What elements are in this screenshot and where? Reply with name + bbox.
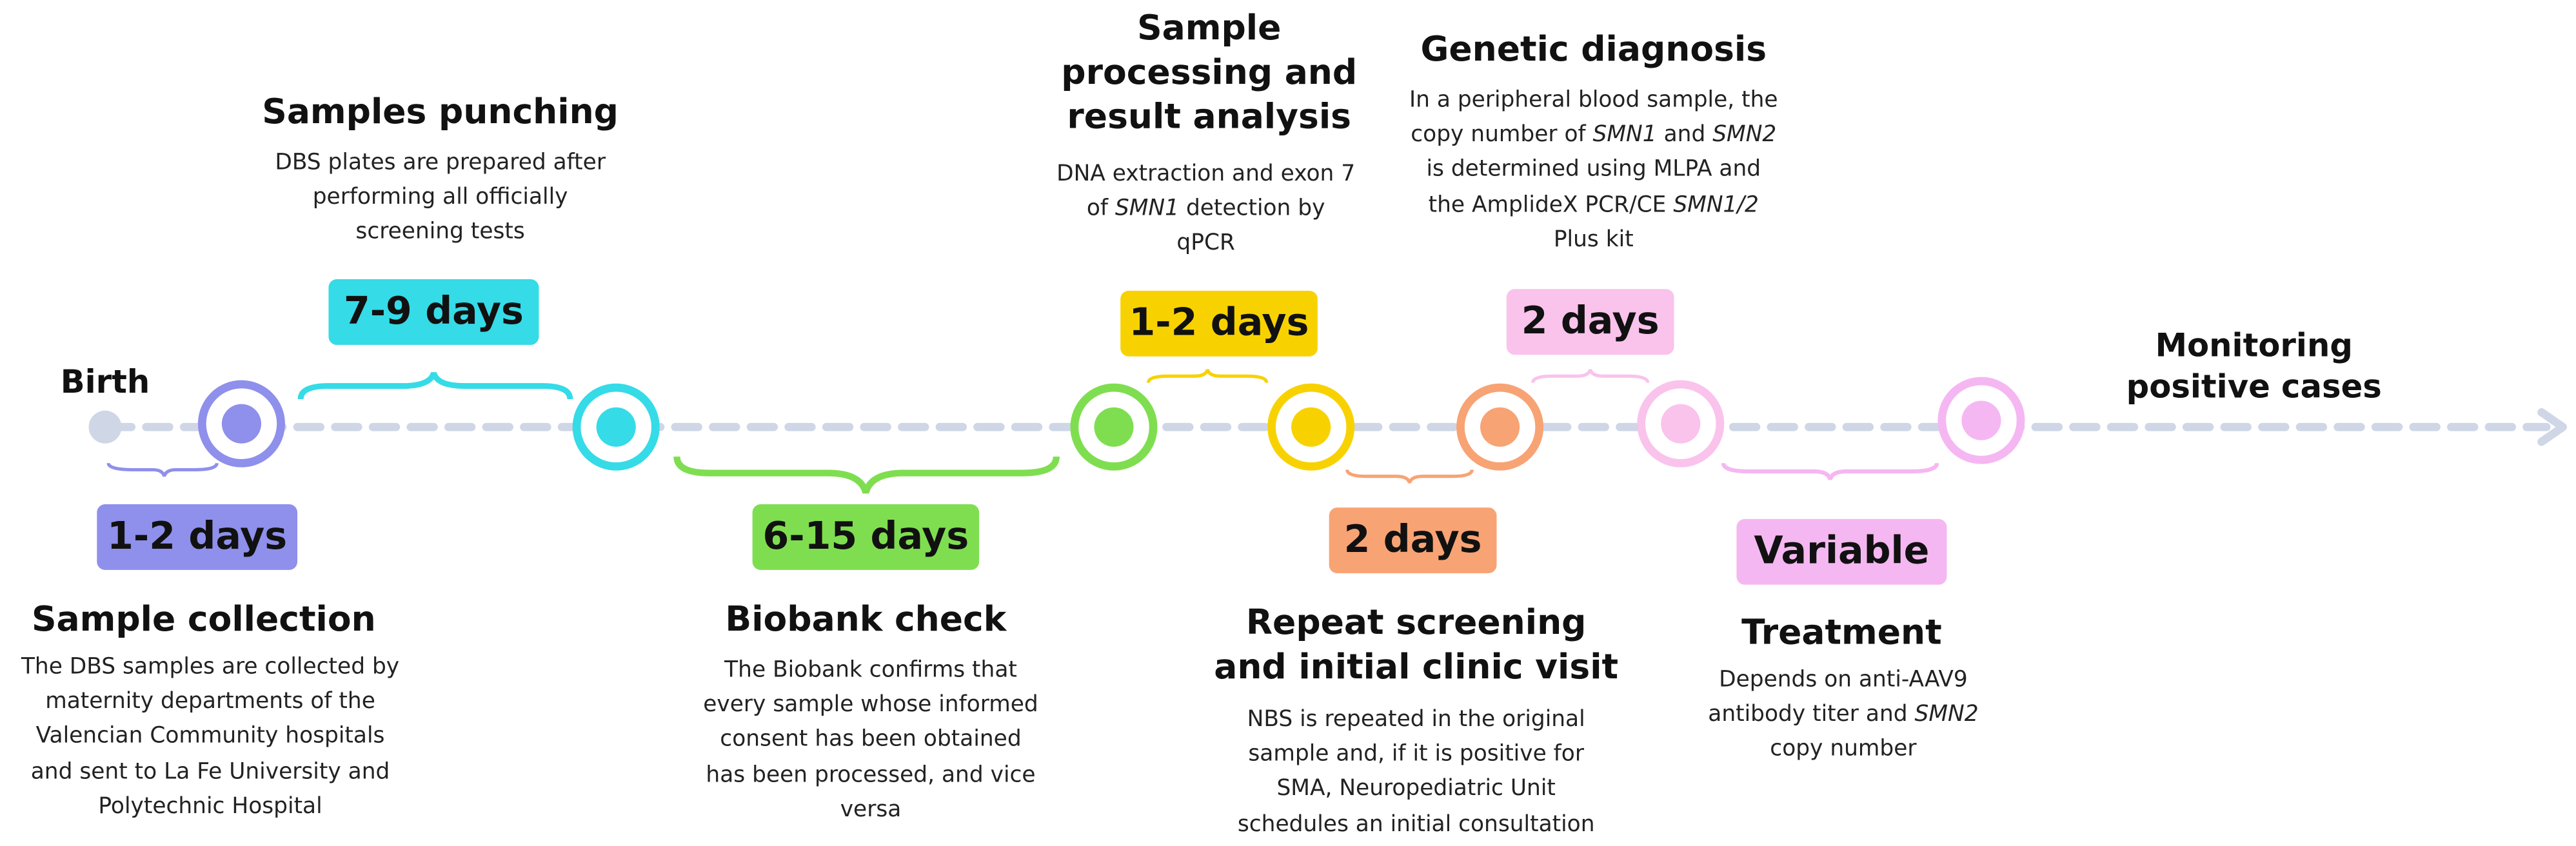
stage-title-sample-processing-line1: Sample	[1137, 8, 1282, 48]
timeline-arrowhead	[2537, 408, 2567, 446]
desc-genetic-part3: is determined using MLPA and the Amplide…	[1426, 157, 1761, 218]
brace-1-2-days-processing	[1146, 369, 1269, 383]
node-samples-punching	[572, 383, 660, 471]
birth-dot	[88, 410, 122, 444]
brace-7-9-days	[297, 371, 573, 400]
stage-description-repeat-screening: NBS is repeated in the original sample a…	[1237, 706, 1595, 838]
end-label: Monitoring positive cases	[2126, 325, 2382, 407]
stage-description-sample-processing: DNA extraction and exon 7 of SMN1 detect…	[1055, 158, 1357, 262]
desc-genetic-gene2: SMN2	[1712, 122, 1777, 148]
duration-badge-sample-collection: 1-2 days	[97, 504, 298, 570]
brace-1-2-days	[106, 462, 219, 477]
stage-title-samples-punching: Samples punching	[262, 92, 619, 132]
desc-genetic-part2: and	[1656, 122, 1713, 148]
desc-genetic-gene1: SMN1	[1592, 122, 1657, 148]
node-treatment	[1937, 377, 2025, 464]
desc-treatment-part2: copy number	[1770, 736, 1917, 763]
desc-treatment-part1: Depends on anti-AAV9 antibody titer and	[1708, 667, 1968, 728]
birth-label: Birth	[60, 362, 150, 401]
stage-title-repeat-line1: Repeat screening	[1245, 602, 1587, 642]
stage-description-biobank-check: The Biobank confirms that every sample w…	[703, 656, 1038, 823]
node-sample-processing	[1267, 383, 1355, 471]
stage-title-repeat-line2: and initial clinic visit	[1214, 647, 1619, 687]
stage-title-sample-processing: Sample processing and result analysis	[1061, 6, 1357, 139]
stage-title-genetic-diagnosis: Genetic diagnosis	[1420, 29, 1767, 69]
brace-2-days-genetic	[1531, 369, 1650, 383]
brace-variable	[1721, 462, 1939, 480]
stage-title-repeat-screening: Repeat screening and initial clinic visi…	[1214, 601, 1618, 690]
stage-title-biobank-check: Biobank check	[725, 599, 1007, 639]
duration-badge-genetic-diagnosis: 2 days	[1506, 289, 1674, 355]
stage-title-sample-collection: Sample collection	[31, 599, 376, 639]
node-genetic-diagnosis	[1637, 380, 1725, 467]
desc-treatment-gene: SMN2	[1914, 702, 1979, 728]
duration-badge-biobank-check: 6-15 days	[752, 504, 980, 570]
desc-processing-gene: SMN1	[1115, 195, 1180, 222]
desc-genetic-gene3: SMN1/2	[1673, 192, 1759, 218]
stage-description-samples-punching: DBS plates are prepared after performing…	[275, 149, 606, 246]
node-sample-collection	[197, 380, 285, 467]
desc-processing-part1: DNA extraction and exon 7 of	[1056, 161, 1356, 222]
end-label-line1: Monitoring	[2155, 326, 2353, 365]
desc-processing-part2: detection by qPCR	[1176, 195, 1325, 257]
node-repeat-screening	[1456, 383, 1544, 471]
stage-title-sample-processing-line3: result analysis	[1067, 97, 1352, 137]
stage-description-treatment: Depends on anti-AAV9 antibody titer and …	[1690, 664, 1996, 768]
duration-badge-samples-punching: 7-9 days	[328, 279, 539, 345]
desc-genetic-part4: Plus kit	[1553, 226, 1634, 253]
stage-description-sample-collection: The DBS samples are collected by materni…	[21, 653, 400, 820]
duration-badge-sample-processing: 1-2 days	[1120, 290, 1318, 357]
duration-badge-repeat-screening: 2 days	[1329, 507, 1497, 573]
brace-6-15-days	[673, 456, 1060, 494]
desc-genetic-part1: In a peripheral blood sample, the copy n…	[1409, 87, 1778, 148]
node-biobank-check	[1070, 383, 1158, 471]
brace-2-days-repeat	[1345, 469, 1474, 484]
stage-description-genetic-diagnosis: In a peripheral blood sample, the copy n…	[1408, 84, 1779, 258]
stage-title-treatment: Treatment	[1741, 613, 1942, 653]
end-label-line2: positive cases	[2126, 368, 2382, 406]
duration-badge-treatment: Variable	[1736, 518, 1947, 585]
stage-title-sample-processing-line2: processing and	[1061, 52, 1358, 92]
